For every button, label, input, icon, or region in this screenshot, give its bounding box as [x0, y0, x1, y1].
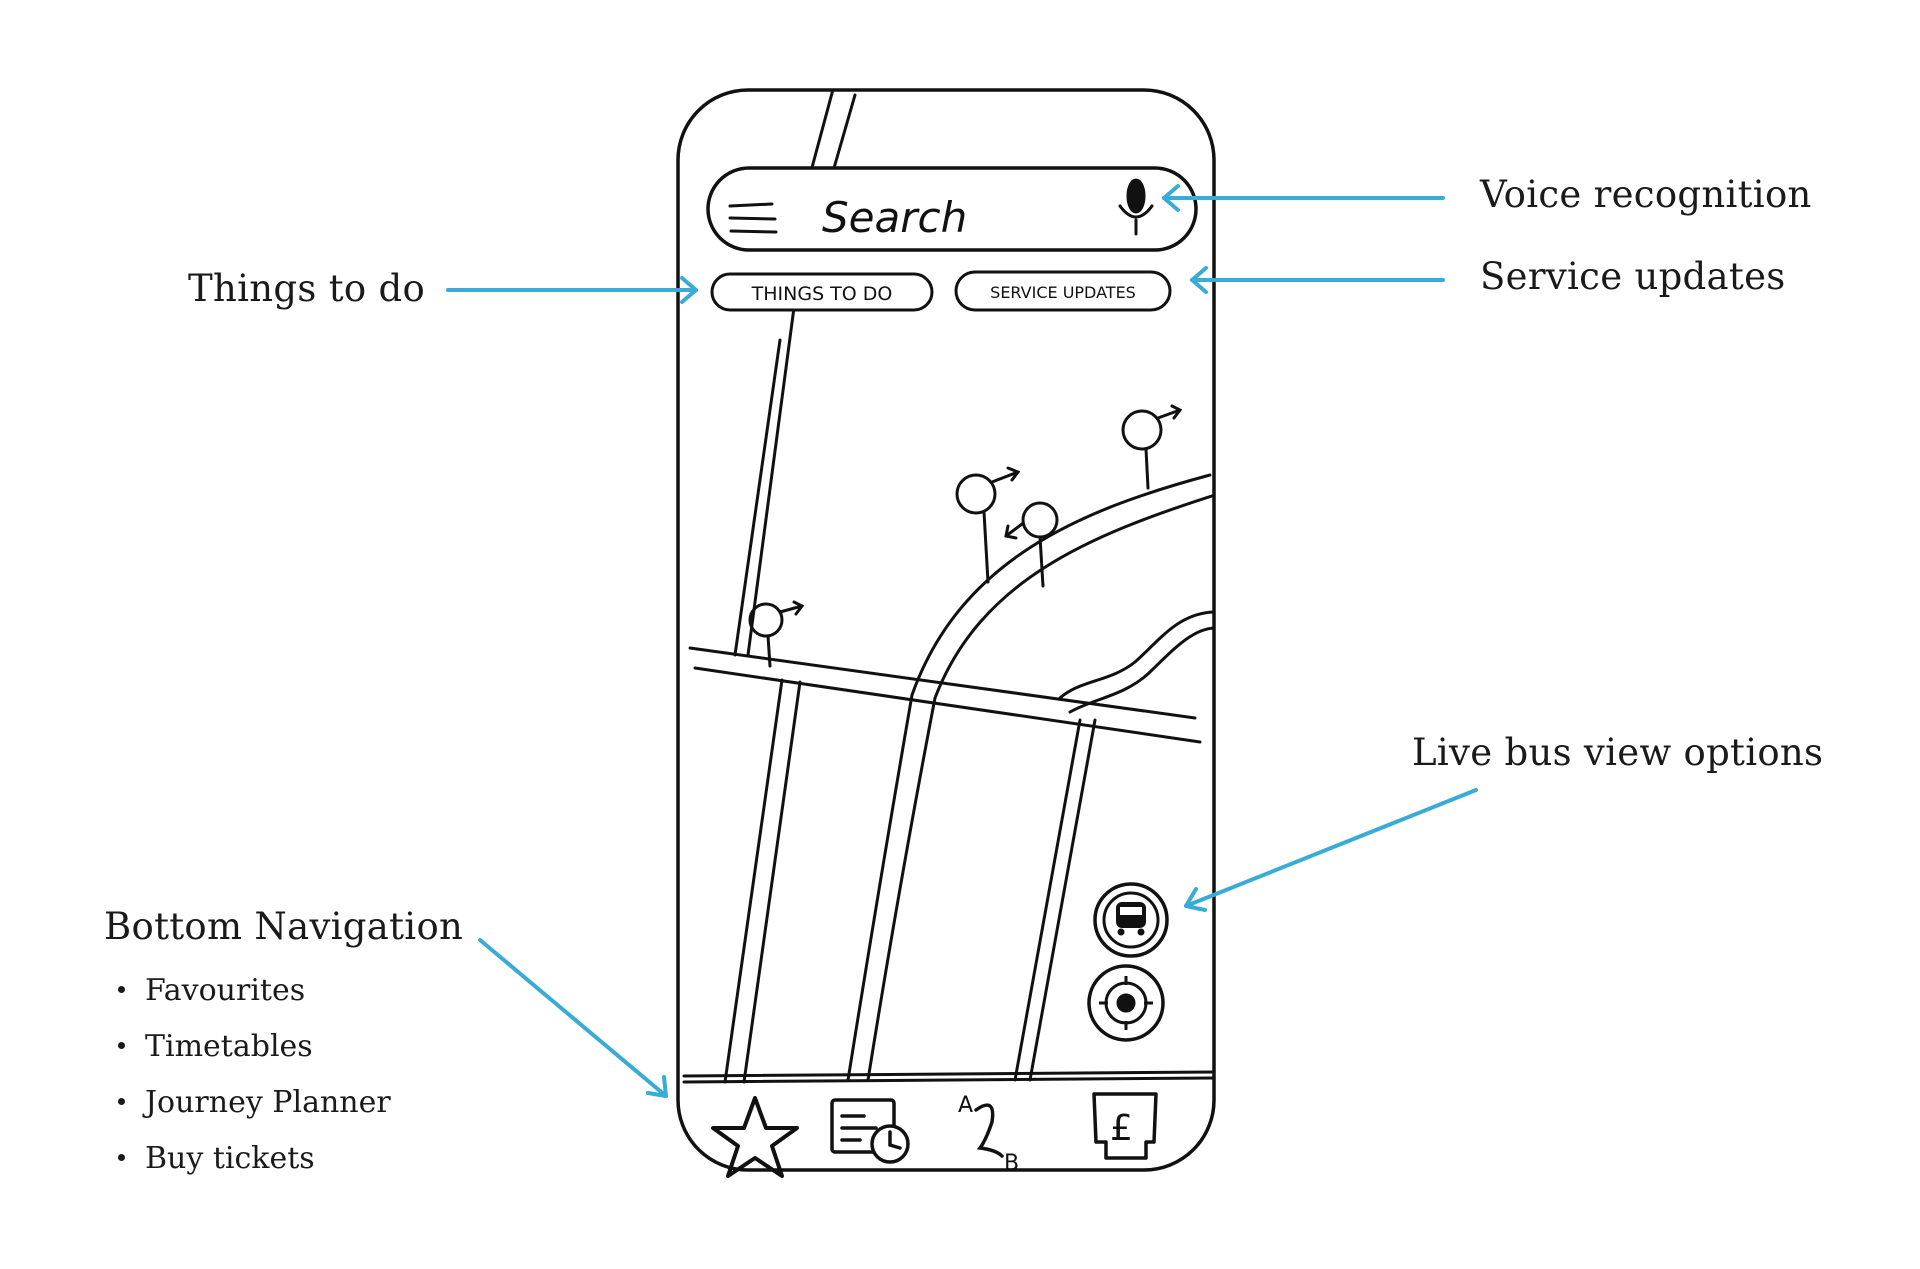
hamburger-menu-icon[interactable]: [728, 202, 778, 234]
live-bus-view-arrow: [1184, 788, 1478, 912]
list-item: Favourites: [118, 972, 391, 1028]
live-bus-view-options-label: Live bus view options: [1412, 731, 1824, 774]
bus-icon: [1116, 902, 1146, 936]
service-updates-label: Service updates: [1480, 255, 1786, 298]
timetables-tab[interactable]: [830, 1098, 910, 1164]
list-item: Buy tickets: [118, 1140, 391, 1196]
bottom-navigation-list: Favourites Timetables Journey Planner Bu…: [118, 972, 391, 1196]
things-to-do-chip[interactable]: THINGS TO DO: [710, 272, 934, 312]
pound-ticket-icon: £: [1092, 1092, 1158, 1160]
svg-text:B: B: [1004, 1151, 1019, 1176]
star-icon: [711, 1096, 799, 1178]
service-updates-chip-label: SERVICE UPDATES: [990, 283, 1136, 302]
bus-stop-pins: [748, 404, 1183, 668]
bottom-navigation: A B £: [711, 1092, 1158, 1178]
svg-text:£: £: [1110, 1108, 1133, 1149]
voice-recognition-label: Voice recognition: [1480, 173, 1812, 216]
bus-stop-pin: [955, 466, 1021, 584]
service-updates-chip[interactable]: SERVICE UPDATES: [954, 270, 1172, 312]
things-to-do-arrow: [446, 276, 698, 304]
timetable-clock-icon: [830, 1098, 910, 1164]
crosshair-icon: [1099, 976, 1153, 1030]
svg-text:A: A: [958, 1093, 973, 1118]
live-bus-button[interactable]: [1093, 882, 1169, 958]
list-item: Timetables: [118, 1028, 391, 1084]
map-roads: [682, 90, 1214, 1084]
bus-stop-pin: [1121, 404, 1183, 490]
things-to-do-chip-label: THINGS TO DO: [751, 283, 893, 305]
bottom-navigation-label: Bottom Navigation: [104, 905, 464, 948]
list-item: Journey Planner: [118, 1084, 391, 1140]
bus-stop-pin: [748, 600, 805, 668]
bus-stop-pin: [1004, 501, 1059, 588]
search-bar[interactable]: Search: [706, 166, 1198, 252]
buy-tickets-tab[interactable]: £: [1092, 1092, 1158, 1160]
a-to-b-route-icon: A B: [958, 1093, 1019, 1176]
favourites-tab[interactable]: [711, 1096, 799, 1178]
voice-recognition-arrow: [1162, 184, 1445, 212]
bottom-navigation-arrow: [478, 938, 668, 1098]
things-to-do-label: Things to do: [188, 267, 426, 310]
journey-planner-tab[interactable]: A B: [958, 1093, 1019, 1176]
annotation-arrows: [446, 184, 1478, 1098]
phone-frame: [676, 88, 1216, 1172]
search-placeholder[interactable]: Search: [822, 193, 967, 242]
locate-button[interactable]: [1087, 964, 1165, 1042]
service-updates-arrow: [1190, 266, 1445, 294]
microphone-icon[interactable]: [1118, 178, 1154, 236]
